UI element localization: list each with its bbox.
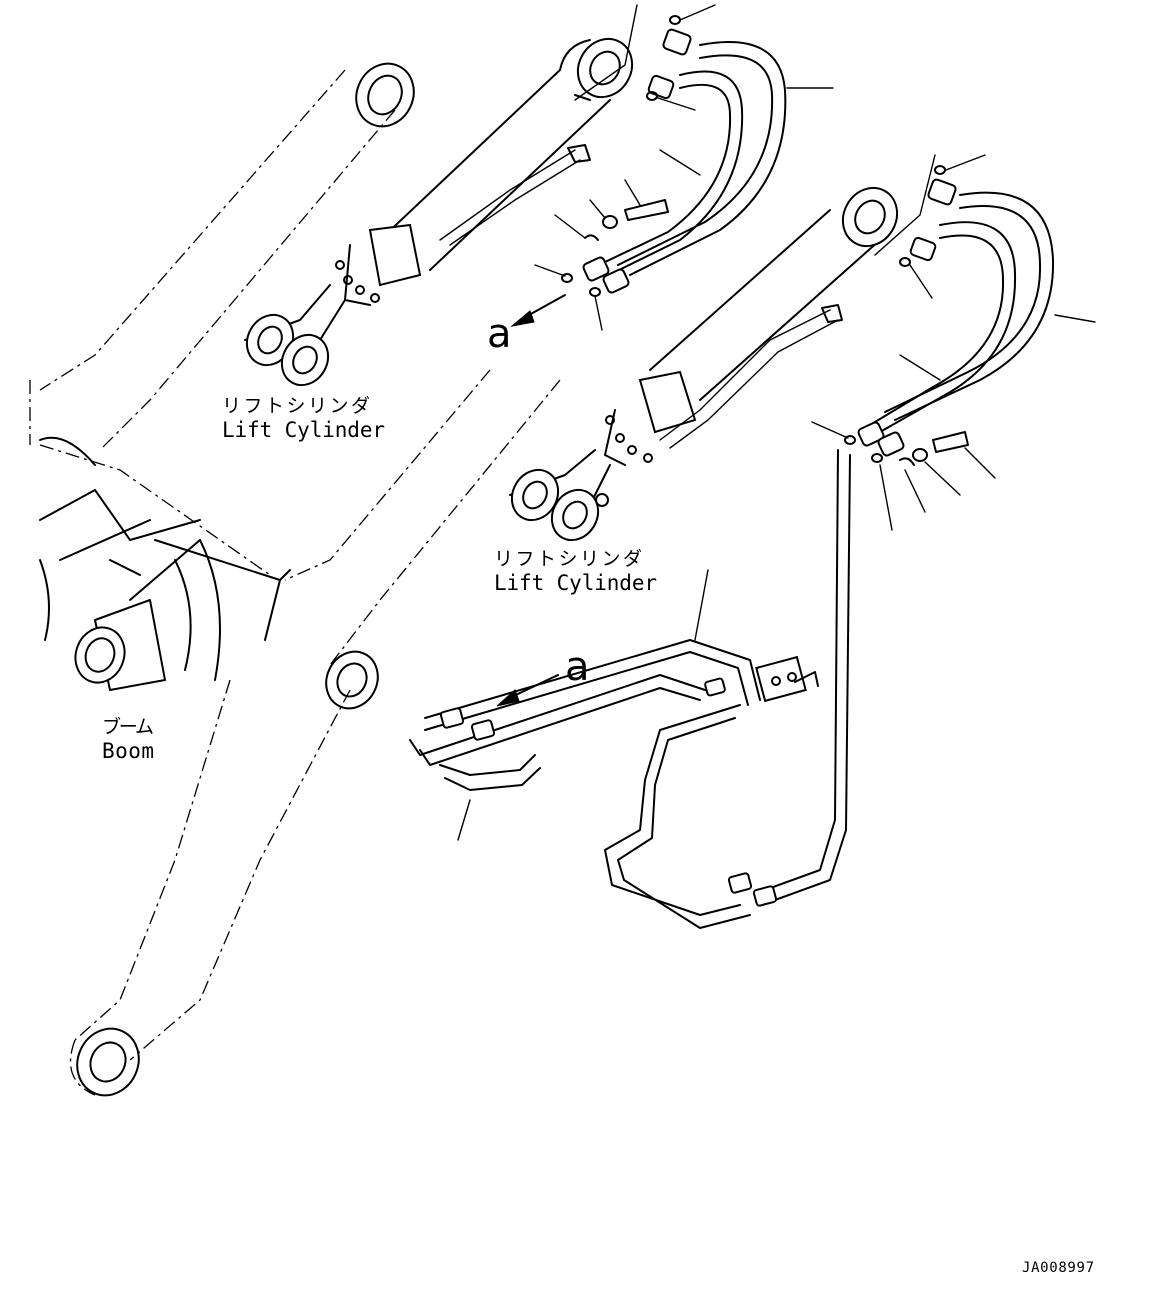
lift-cylinder-1-label-en: Lift Cylinder bbox=[222, 418, 385, 442]
boom-label-en: Boom bbox=[102, 739, 154, 763]
leader-lines-2 bbox=[811, 154, 1096, 531]
view-callout-a-2: a bbox=[565, 644, 590, 690]
fittings-1 bbox=[561, 15, 681, 297]
lift-cylinder-2-label-en: Lift Cylinder bbox=[494, 571, 657, 595]
view-a-arrow-2 bbox=[496, 674, 559, 707]
boom-top-pin-bushing bbox=[355, 62, 415, 128]
lift-cylinder-2-label-jp: リフトシリンダ bbox=[494, 548, 642, 570]
lift-cylinder-2 bbox=[509, 186, 899, 542]
boom-label-jp: ブーム bbox=[102, 715, 154, 738]
fittings-2 bbox=[844, 165, 969, 466]
boom-cross-tube bbox=[39, 436, 291, 691]
lift-cylinder-1-label-jp: リフトシリンダ bbox=[222, 395, 370, 417]
view-a-arrow-1 bbox=[510, 294, 566, 327]
hose-assembly-2 bbox=[857, 178, 1055, 457]
hose-assembly-1 bbox=[582, 28, 787, 294]
leader-lines-1 bbox=[534, 4, 834, 331]
lift-cylinder-1 bbox=[244, 37, 634, 387]
view-callout-a-1: a bbox=[487, 311, 512, 357]
boom-bottom-pin-bushing bbox=[76, 1027, 140, 1097]
boom-outline bbox=[29, 69, 561, 1096]
piping-assembly bbox=[409, 449, 851, 929]
drawing-code: JA008997 bbox=[1022, 1260, 1094, 1276]
boom-middle-pin-bushing bbox=[325, 650, 379, 710]
